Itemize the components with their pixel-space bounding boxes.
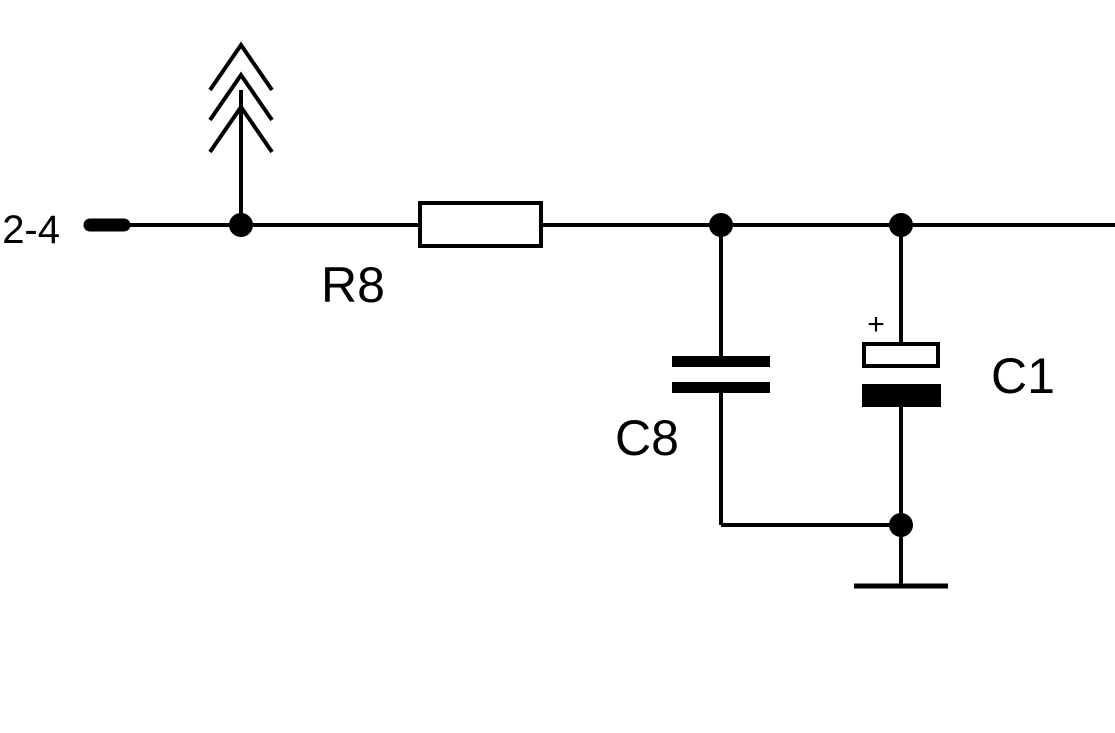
capacitor-c8 (672, 225, 770, 525)
capacitor-c1-ref-label: C1 (991, 348, 1055, 404)
capacitor-c8-ref-label: C8 (615, 410, 679, 466)
capacitor-c1 (862, 225, 941, 585)
junction-dot-icon (889, 513, 913, 537)
power-arrow-icon (208, 41, 274, 225)
resistor-r8 (418, 201, 543, 248)
resistor-ref-label: R8 (321, 257, 385, 313)
net-label: 2-4 (2, 208, 60, 252)
junction-dot-icon (229, 213, 253, 237)
polarity-plus-label: + (867, 308, 885, 341)
